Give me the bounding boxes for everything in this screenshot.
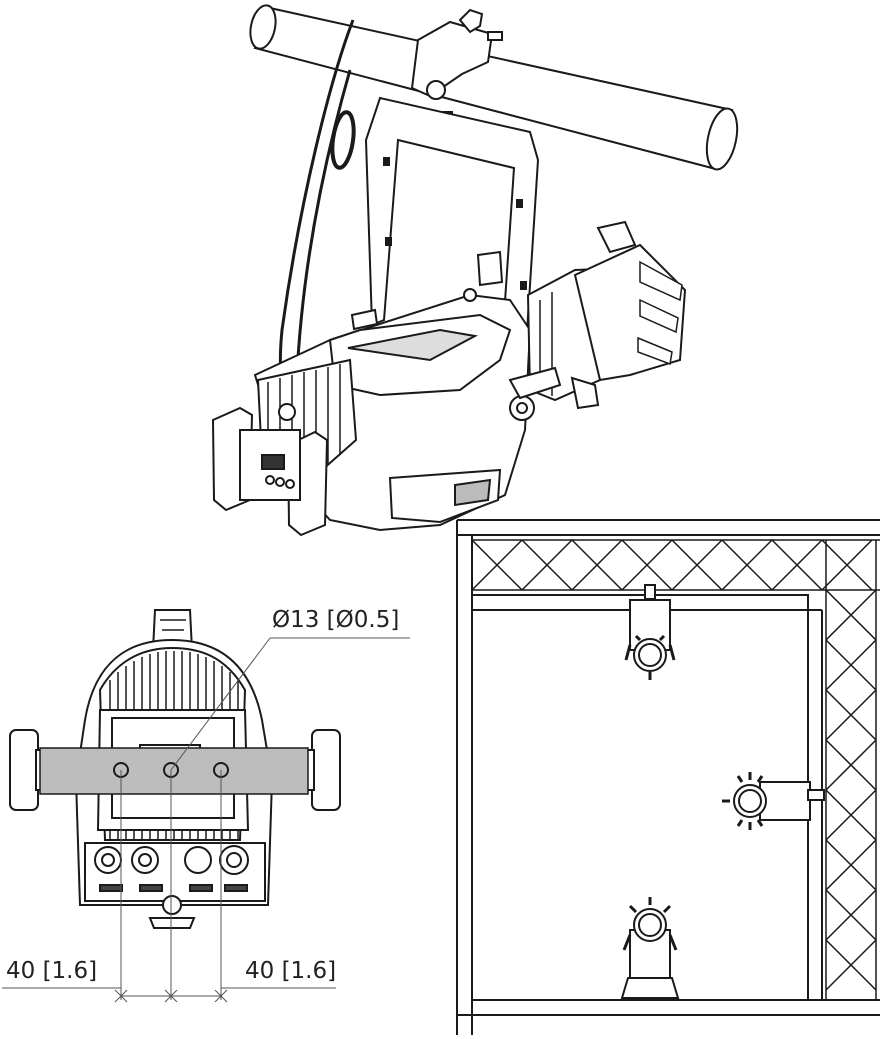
truss-fixture-hanging (624, 584, 676, 680)
front-view-illustration (9, 609, 341, 929)
truss-lattice-right (825, 540, 877, 1000)
lens-barrel (350, 220, 687, 421)
spacing-right-label: 40 [1.6] (245, 958, 337, 984)
dimension-lines (2, 637, 410, 1003)
pipe (249, 4, 739, 171)
connector-panel (84, 842, 266, 929)
spacing-left-label: 40 [1.6] (6, 958, 98, 984)
pipe-clamp (410, 8, 503, 127)
fixture-body (211, 293, 532, 537)
truss-fixture-side (722, 772, 825, 830)
truss-fixture-floor (620, 897, 680, 999)
hole-diameter-label: Ø13 [Ø0.5] (272, 607, 400, 633)
hanging-fixture-illustration (211, 4, 739, 537)
truss-frame (456, 519, 880, 1035)
truss-lattice-top (471, 539, 880, 591)
truss-illustration (456, 519, 880, 1035)
